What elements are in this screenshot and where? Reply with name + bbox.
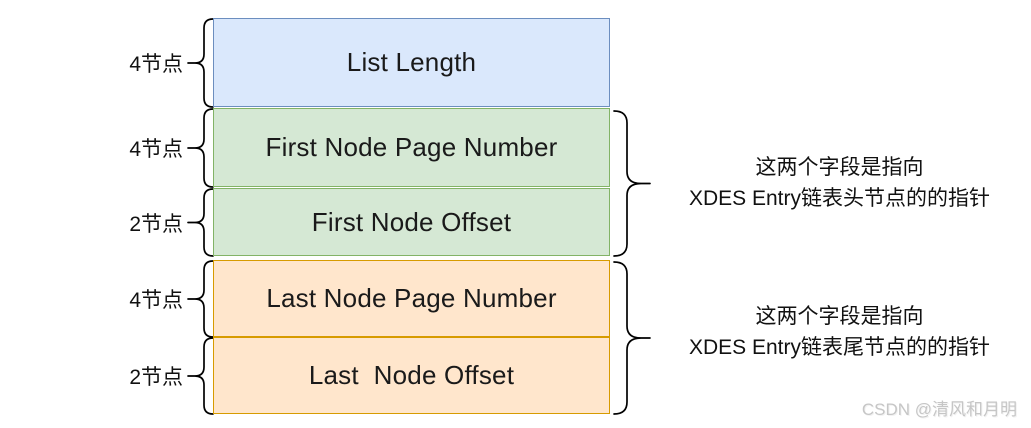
annotation-line: XDES Entry链表头节点的的指针 (688, 187, 991, 210)
annotation-head-pointer: 这两个字段是指向 XDES Entry链表头节点的的指针 (648, 152, 1031, 214)
field-box-label: First Node Page Number (265, 132, 558, 162)
annotation-line: XDES Entry链表尾节点的的指针 (688, 336, 991, 359)
left-brace-icon (187, 337, 214, 415)
field-box-label: Last Node Offset (308, 360, 515, 390)
left-brace-icon (187, 260, 214, 338)
annotation-line: 这两个字段是指向 (755, 305, 924, 328)
row-size-label: 4节点 (129, 53, 183, 76)
field-box-label: List Length (346, 47, 477, 77)
annotation-tail-pointer: 这两个字段是指向 XDES Entry链表尾节点的的指针 (648, 301, 1031, 363)
watermark: CSDN @清风和月明 (861, 400, 1017, 419)
row-size-label: 4节点 (129, 138, 183, 161)
field-box-first-node-page-number: First Node Page Number (213, 108, 610, 187)
left-brace-icon (187, 108, 214, 188)
field-box-last-node-offset: Last Node Offset (213, 337, 610, 414)
field-box-label: Last Node Page Number (266, 283, 557, 313)
field-box-first-node-offset: First Node Offset (213, 188, 610, 256)
left-brace-icon (187, 188, 214, 257)
row-size-label: 2节点 (129, 212, 183, 236)
row-size-label: 4节点 (129, 289, 183, 312)
field-box-last-node-page-number: Last Node Page Number (213, 260, 610, 337)
annotation-line: 这两个字段是指向 (755, 156, 924, 179)
right-brace-head-pointer-icon (613, 110, 651, 257)
field-box-list-length: List Length (213, 18, 610, 107)
field-box-label: First Node Offset (311, 206, 512, 237)
left-brace-icon (187, 18, 214, 108)
row-size-label: 2节点 (129, 366, 183, 389)
right-brace-tail-pointer-icon (613, 261, 651, 415)
